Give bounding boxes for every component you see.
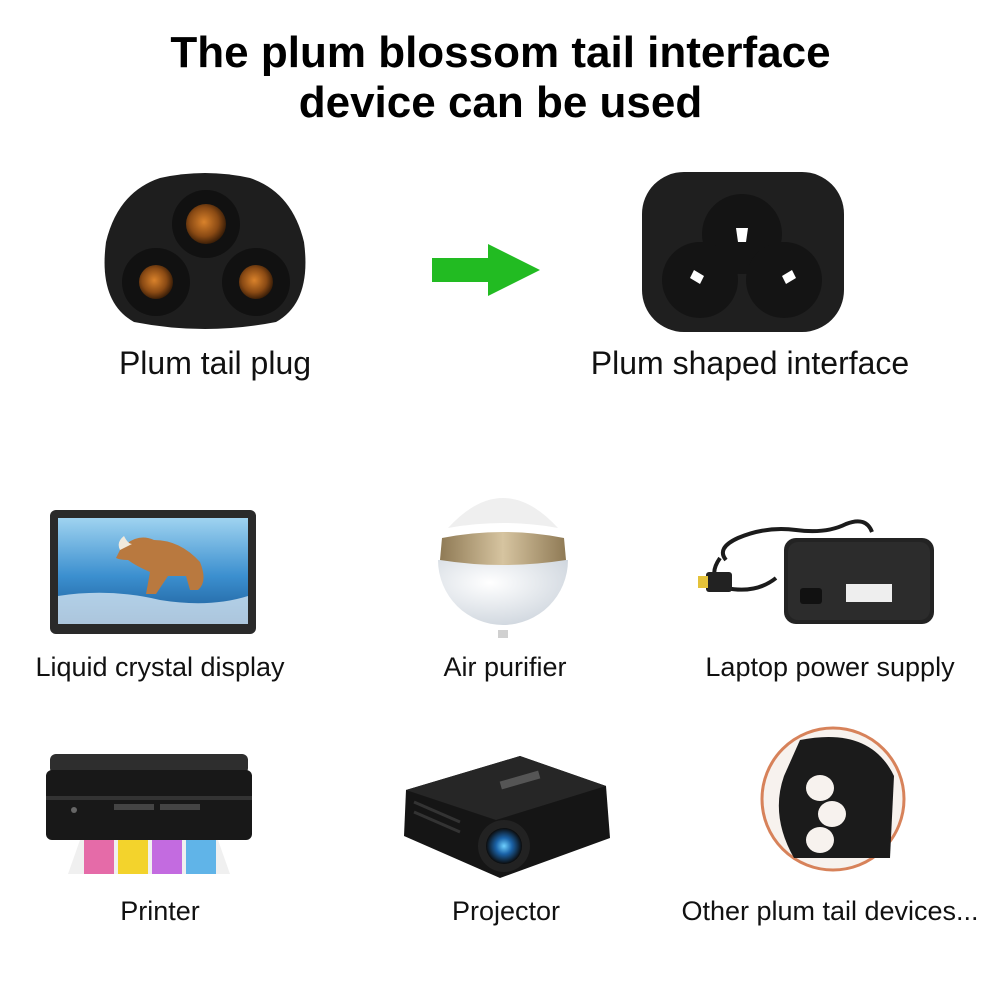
device-label-printer: Printer — [120, 896, 200, 926]
page-title: The plum blossom tail interface device c… — [0, 28, 1001, 128]
plum-tail-plug-label: Plum tail plug — [118, 345, 312, 381]
printer-icon — [46, 754, 252, 874]
plum-socket-icon — [760, 726, 906, 872]
arrow-right-icon — [432, 244, 540, 296]
plum-shaped-interface-label: Plum shaped interface — [590, 345, 910, 381]
title-line-2: device can be used — [298, 78, 703, 127]
air-purifier-icon — [438, 498, 568, 638]
lcd-display-icon — [50, 510, 256, 634]
projector-icon — [404, 756, 610, 878]
plum-tail-plug-icon — [104, 173, 306, 329]
power-adapter-icon — [698, 519, 934, 624]
device-label-lcd: Liquid crystal display — [35, 652, 285, 682]
title-line-1: The plum blossom tail interface — [170, 28, 831, 77]
device-label-air-purifier: Air purifier — [443, 652, 567, 682]
device-label-power-supply: Laptop power supply — [705, 652, 955, 682]
plum-shaped-interface-icon — [642, 172, 844, 332]
device-label-projector: Projector — [451, 896, 561, 926]
device-label-other: Other plum tail devices... — [681, 896, 979, 926]
